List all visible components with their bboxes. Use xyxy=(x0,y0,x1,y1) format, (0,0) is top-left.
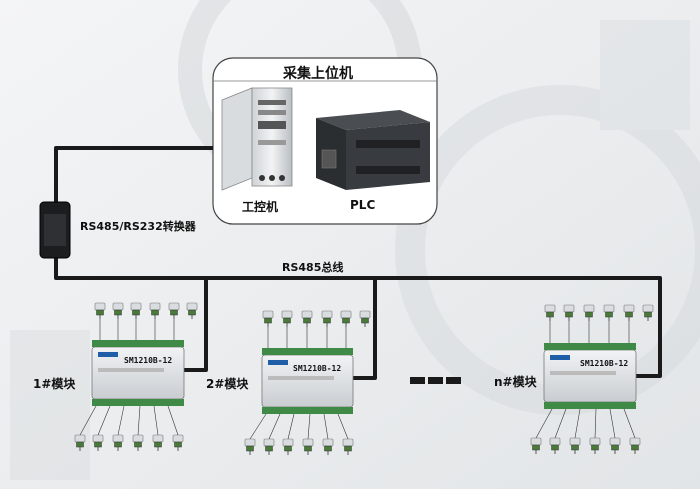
plc-label: PLC xyxy=(350,198,376,212)
industrial-pc-icon xyxy=(221,87,293,191)
module-1-label: 1#模块 xyxy=(33,377,76,391)
module-2-device xyxy=(244,310,371,456)
bus-cables xyxy=(54,146,662,380)
module-2-label: 2#模块 xyxy=(206,377,249,391)
plc-icon xyxy=(316,110,430,190)
bus-label: RS485总线 xyxy=(282,261,344,274)
module-2-model: SM1210B-12 xyxy=(293,364,342,373)
module-1-device xyxy=(74,302,198,452)
module-1-model: SM1210B-12 xyxy=(124,356,173,365)
module-n-label: n#模块 xyxy=(494,375,537,389)
module-n-model: SM1210B-12 xyxy=(580,359,629,368)
converter-label: RS485/RS232转换器 xyxy=(80,220,196,233)
industrial-pc-label: 工控机 xyxy=(242,200,279,214)
more-modules-ellipsis xyxy=(410,377,461,384)
upper-computer-title: 采集上位机 xyxy=(283,66,353,82)
rs485-converter-icon xyxy=(39,201,71,259)
module-n-device xyxy=(530,304,654,455)
